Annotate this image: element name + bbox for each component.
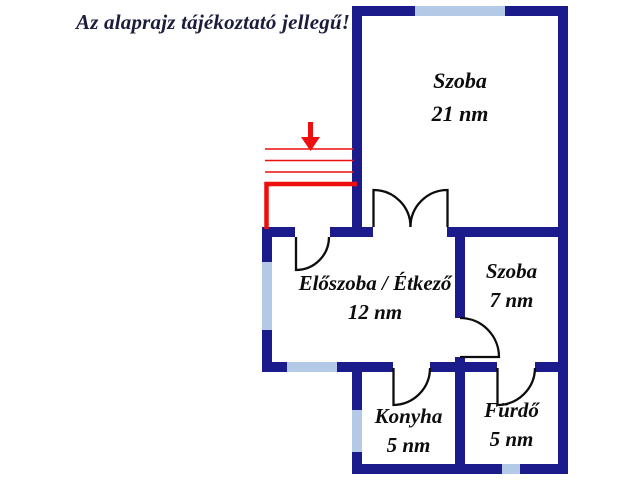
wall-szoba21-left bbox=[352, 6, 362, 237]
room-name: Szoba bbox=[433, 68, 487, 93]
room-area: 5 nm bbox=[489, 427, 534, 451]
window-eloszoba-left bbox=[262, 262, 272, 330]
wall-eloszoba-top-left bbox=[262, 227, 295, 237]
room-area: 7 nm bbox=[489, 288, 534, 312]
window-konyha-left bbox=[352, 410, 362, 452]
room-label-szoba7: Szoba 7 nm bbox=[465, 259, 558, 313]
entrance-arrow-head-icon bbox=[301, 137, 320, 151]
door-arc-konyha bbox=[392, 367, 432, 407]
window-furdo-bottom bbox=[502, 464, 520, 474]
entrance-marking bbox=[264, 122, 357, 229]
room-name: Fürdő bbox=[484, 398, 539, 422]
disclaimer-text: Az alaprajz tájékoztató jellegű! bbox=[76, 10, 351, 34]
room-name: Előszoba / Étkező bbox=[298, 271, 452, 295]
wall-right bbox=[558, 6, 568, 474]
room-label-szoba21: Szoba 21 nm bbox=[352, 68, 568, 126]
room-label-furdo: Fürdő 5 nm bbox=[465, 398, 558, 452]
window-szoba21-top bbox=[415, 6, 505, 16]
wall-middle-vertical-upper bbox=[455, 227, 465, 318]
room-name: Szoba bbox=[485, 259, 538, 283]
room-area: 21 nm bbox=[431, 101, 489, 126]
wall-furdo-top-right bbox=[535, 362, 568, 372]
door-arc-double-left-szoba21 bbox=[372, 188, 412, 228]
wall-middle-vertical-lower bbox=[455, 357, 465, 474]
door-arc-double-right-szoba21 bbox=[409, 188, 449, 228]
wall-eloszoba-top-right bbox=[330, 227, 373, 237]
door-arc-entrance-to-eloszoba bbox=[294, 236, 331, 272]
room-area: 5 nm bbox=[386, 433, 431, 457]
room-label-konyha: Konyha 5 nm bbox=[362, 404, 455, 458]
window-eloszoba-bottom bbox=[287, 362, 337, 372]
room-name: Konyha bbox=[374, 404, 443, 428]
room-label-eloszoba: Előszoba / Étkező 12 nm bbox=[282, 271, 468, 325]
entrance-path-line bbox=[264, 181, 357, 229]
wall-szoba21-bottom bbox=[447, 227, 568, 237]
room-area: 12 nm bbox=[347, 300, 403, 324]
